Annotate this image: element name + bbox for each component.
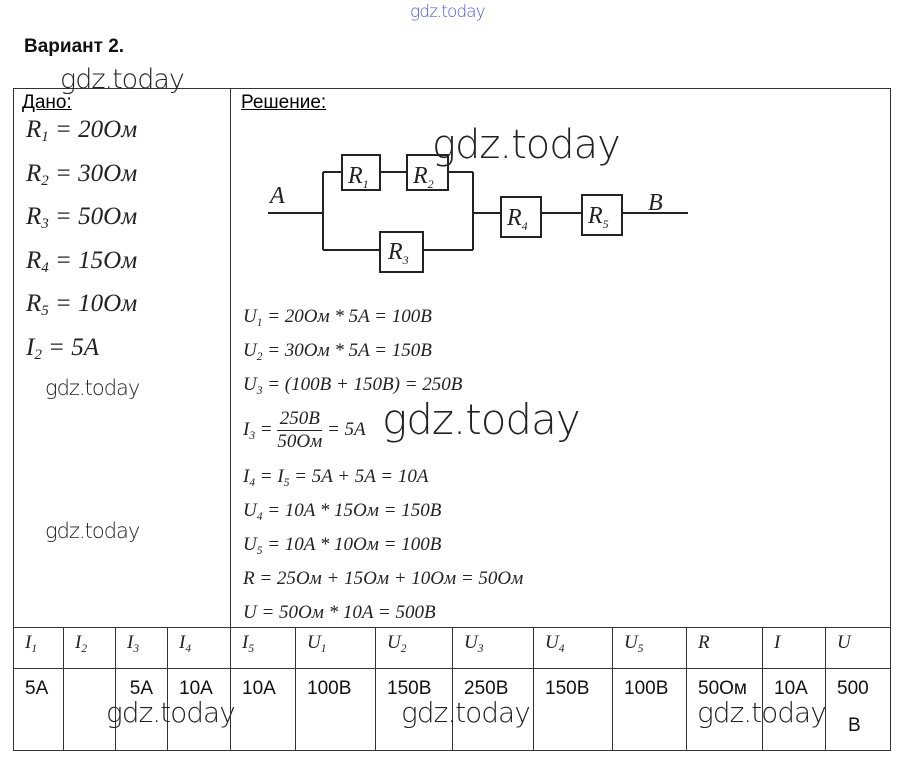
watermark: gdz.today — [382, 395, 581, 444]
formula-line: U = 50Ом * 10A = 500B — [243, 602, 436, 623]
formula-line: R = 25Ом + 15Ом + 10Ом = 50Ом — [243, 568, 524, 589]
watermark: gdz.today — [60, 64, 185, 95]
table-header-cell: I1 — [25, 632, 38, 655]
watermark: gdz.today — [432, 122, 621, 168]
table-value-cell: 5A — [129, 678, 153, 699]
table-header-cell: I5 — [242, 632, 255, 655]
r4-label: R4 — [506, 205, 528, 233]
watermark: gdz.today — [45, 519, 140, 543]
formula-line: U4 = 10A * 15Ом = 150B — [243, 500, 442, 523]
r1-label: R1 — [347, 163, 369, 191]
given-item: R5 = 10Ом — [26, 290, 138, 319]
r3-label: R3 — [387, 239, 409, 267]
table-value-unit: B — [848, 715, 861, 736]
table-header-cell: I3 — [127, 632, 140, 655]
formula-line: U1 = 20Ом * 5A = 100B — [243, 306, 432, 329]
given-item: R2 = 30Ом — [26, 159, 138, 189]
watermark: gdz.today — [401, 696, 531, 729]
watermark: gdz.today — [697, 696, 827, 729]
table-value-cell: 10A — [242, 678, 276, 699]
given-label: Дано: — [22, 92, 72, 113]
table-value-cell: 250B — [464, 678, 509, 699]
table-value-cell: 500 — [837, 678, 869, 699]
given-item: I2 = 5A — [26, 333, 99, 363]
given-item: R1 = 20Ом — [26, 116, 138, 145]
watermark: gdz.today — [410, 2, 486, 22]
table-header-cell: I — [774, 632, 781, 653]
table-header-cell: U4 — [545, 632, 565, 655]
page-title: Вариант 2. — [24, 36, 125, 57]
r5-label: R5 — [587, 203, 609, 231]
watermark: gdz.today — [106, 696, 236, 729]
given-item: R3 = 50Ом — [26, 203, 138, 232]
formula-line: U5 = 10A * 10Ом = 100B — [243, 534, 442, 557]
table-header-cell: U1 — [307, 632, 327, 655]
table-header-cell: U5 — [624, 632, 644, 655]
formula-line: U3 = (100B + 150B) = 250B — [243, 374, 463, 397]
table-value-cell: 150B — [387, 678, 432, 699]
formula-line: U2 = 30Ом * 5A = 150B — [243, 340, 432, 363]
formula-line: I4 = I5 = 5A + 5A = 10A — [243, 466, 429, 489]
given-item: R4 = 15Ом — [26, 246, 138, 276]
solution-label: Решение: — [241, 92, 327, 113]
table-header-cell: I4 — [179, 632, 192, 655]
table-value-cell: 100B — [307, 678, 352, 699]
circuit-diagram: A B R1 R2 R3 R4 R5 — [268, 154, 688, 273]
r2-label: R2 — [412, 163, 434, 191]
node-b-label: B — [648, 190, 663, 216]
table-header-cell: U3 — [464, 632, 484, 655]
table-value-cell: 10A — [774, 678, 808, 699]
table-header-cell: U — [837, 632, 851, 653]
table-value-cell: 10A — [179, 678, 213, 699]
table-value-cell: 50Ом — [698, 678, 747, 699]
table-value-cell: 100B — [624, 678, 669, 699]
table-value-cell: 5A — [25, 678, 49, 699]
table-header-cell: I2 — [75, 632, 88, 655]
node-a-label: A — [268, 183, 285, 209]
watermark: gdz.today — [45, 376, 140, 400]
table-header-cell: R — [698, 632, 710, 653]
table-header-cell: U2 — [387, 632, 407, 655]
table-value-cell: 150B — [545, 678, 590, 699]
